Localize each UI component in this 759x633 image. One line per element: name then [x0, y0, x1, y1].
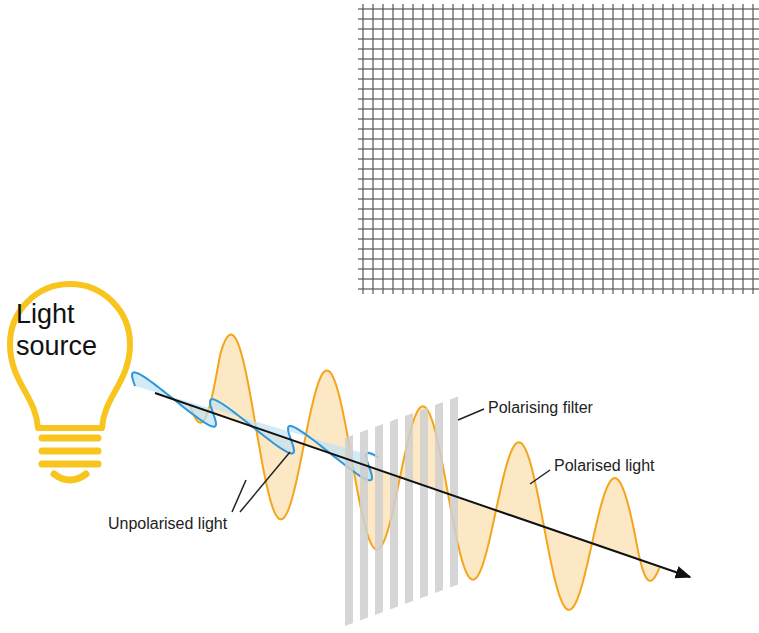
part-label: Polarising filter — [488, 398, 593, 417]
light-bulb: Light source — [4, 278, 138, 488]
part-label: Polarised light — [554, 456, 655, 475]
bulb-label: Light source — [16, 298, 128, 363]
horizontal-wave — [132, 372, 379, 480]
polarising-filter — [345, 397, 458, 627]
leader-lines — [232, 409, 550, 512]
vertical-wave — [190, 335, 660, 610]
wire-grid — [358, 4, 759, 294]
part-label: Unpolarised light — [108, 514, 227, 533]
propagation-axis — [155, 393, 690, 577]
